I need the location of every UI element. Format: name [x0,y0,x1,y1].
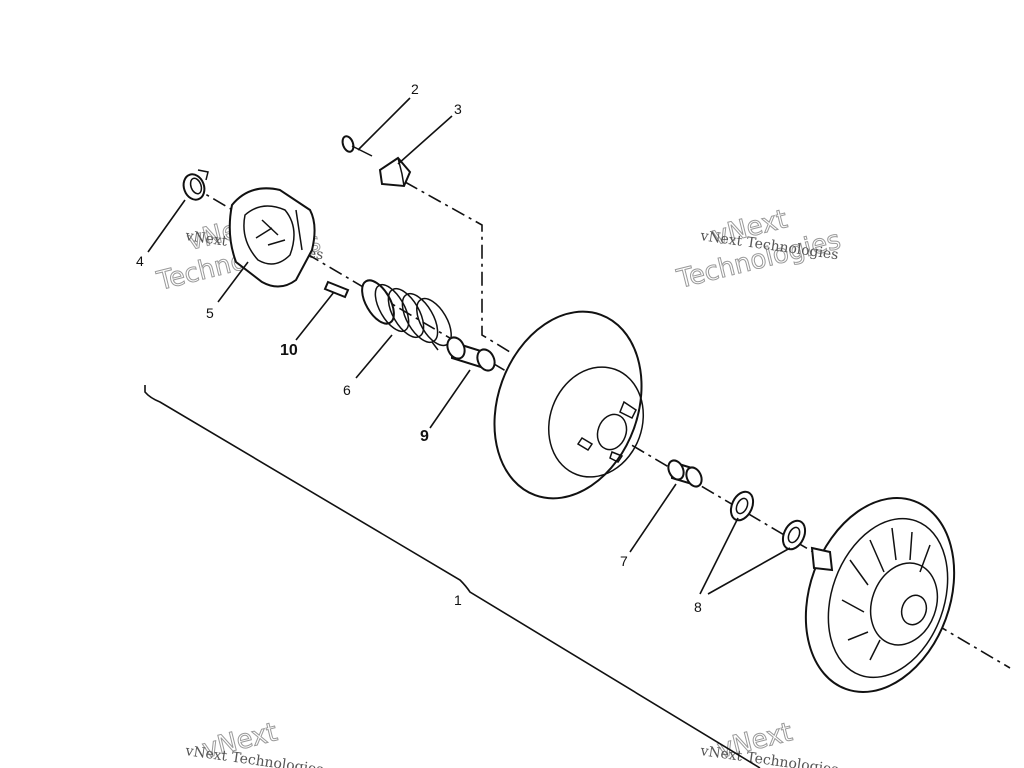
leader-5 [217,261,249,303]
callout-5: 5 [206,305,214,321]
spider-cam [228,187,316,288]
callout-7: 7 [620,553,628,569]
callout-3: 3 [454,101,462,117]
leader-8b [707,547,791,595]
washer-pair [729,490,807,551]
callout-10: 10 [280,342,298,359]
moveable-sheave [493,310,645,500]
callout-6: 6 [343,382,351,398]
bushing [446,336,496,372]
snap-ring [182,169,209,201]
leader-7 [629,483,677,553]
spring [361,279,452,351]
watermark-top-right: vNext Technologies vNext Technologies [673,204,844,296]
leader-10 [295,291,335,341]
leader-6 [355,334,393,379]
leader-8a [699,517,739,595]
roller-button [378,156,412,188]
callout-9: 9 [420,428,429,445]
leader-9 [429,369,471,429]
leader-4 [147,199,186,253]
key [323,280,350,299]
fixed-sheave [804,497,956,693]
callout-2: 2 [411,81,419,97]
bolt [341,135,373,157]
callout-1: 1 [454,592,462,608]
center-axis [189,184,1011,669]
assembly-bracket [144,385,761,768]
callout-8: 8 [694,599,702,615]
shaft-bushing [667,459,703,488]
watermark-bottom-left: vNext vNext Technologies [183,717,324,768]
leader-3 [397,115,453,165]
callout-4: 4 [136,253,144,269]
pin-axis [404,181,511,353]
leader-2 [357,97,411,151]
